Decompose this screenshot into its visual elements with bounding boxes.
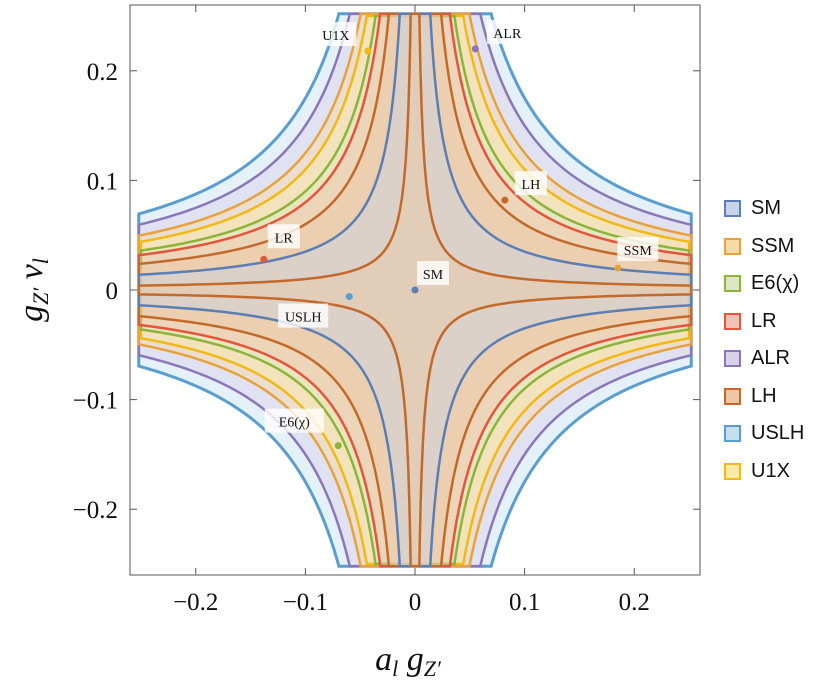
legend-label: U1X [751,459,790,482]
y-axis-title: gZ′ vl [13,258,53,322]
x-tick-label: −0.1 [283,589,328,616]
x-axis-title: al gZ′ [375,641,442,681]
point-label: E6(χ) [279,416,310,431]
point-label-box [264,408,324,433]
point-label: USLH [285,311,322,326]
legend-swatch [724,200,741,218]
point-label-box [514,171,547,196]
x-tick-label: 0.2 [619,589,650,616]
legend-item: U1X [724,453,804,491]
axis-ticks: −0.2 −0.1 0 0.1 0.2 −0.2 −0.1 0 0.1 0.2 [73,5,700,616]
legend-item: LR [724,303,804,341]
legend-item: LH [724,378,804,416]
legend-swatch [724,237,741,255]
legend-label: SSM [751,234,795,257]
legend-swatch [724,425,741,443]
legend-label: USLH [751,422,805,445]
legend-label: SM [751,197,781,220]
y-tick-label: −0.1 [73,388,118,415]
point-ssm [614,264,622,272]
legend-swatch [724,350,741,368]
point-label-box [278,303,329,328]
point-e6- [334,442,342,450]
point-u1x [364,47,372,55]
legend-label: E6(χ) [751,272,800,295]
legend: SM SSM E6(χ) LR ALR LH USLH U1X [724,190,804,490]
y-tick-label: 0 [106,278,119,305]
point-label-box [417,261,449,285]
legend-item: SSM [724,228,804,266]
legend-swatch [724,275,741,293]
point-label-box [267,224,300,249]
y-tick-label: 0.1 [87,168,118,195]
legend-item: ALR [724,340,804,378]
x-tick-label: 0.1 [509,589,540,616]
point-label: LH [522,178,541,193]
point-label-box [617,237,659,262]
point-sm [411,286,419,294]
legend-item: E6(χ) [724,265,804,303]
point-label-box [486,19,528,44]
legend-item: SM [724,190,804,228]
y-tick-label: −0.2 [73,497,118,524]
point-markers: SM SSM E6(χ) LR ALR LH USLH U1X [260,19,659,450]
y-tick-label: 0.2 [87,59,118,86]
point-label: SSM [624,244,653,259]
point-lr [260,255,268,263]
legend-item: USLH [724,415,804,453]
x-tick-label: −0.2 [173,589,218,616]
legend-swatch [724,462,741,480]
point-alr [471,45,479,53]
legend-label: LH [751,384,777,407]
legend-label: ALR [751,347,790,370]
x-tick-label: 0 [409,589,422,616]
point-label: U1X [322,29,349,44]
legend-label: LR [751,309,777,332]
point-label: SM [423,268,444,283]
point-uslh [345,293,353,301]
point-label-box [315,22,357,47]
point-label: ALR [493,27,522,42]
point-lh [501,196,509,204]
legend-swatch [724,312,741,330]
legend-swatch [724,387,741,405]
point-label: LR [275,231,294,246]
